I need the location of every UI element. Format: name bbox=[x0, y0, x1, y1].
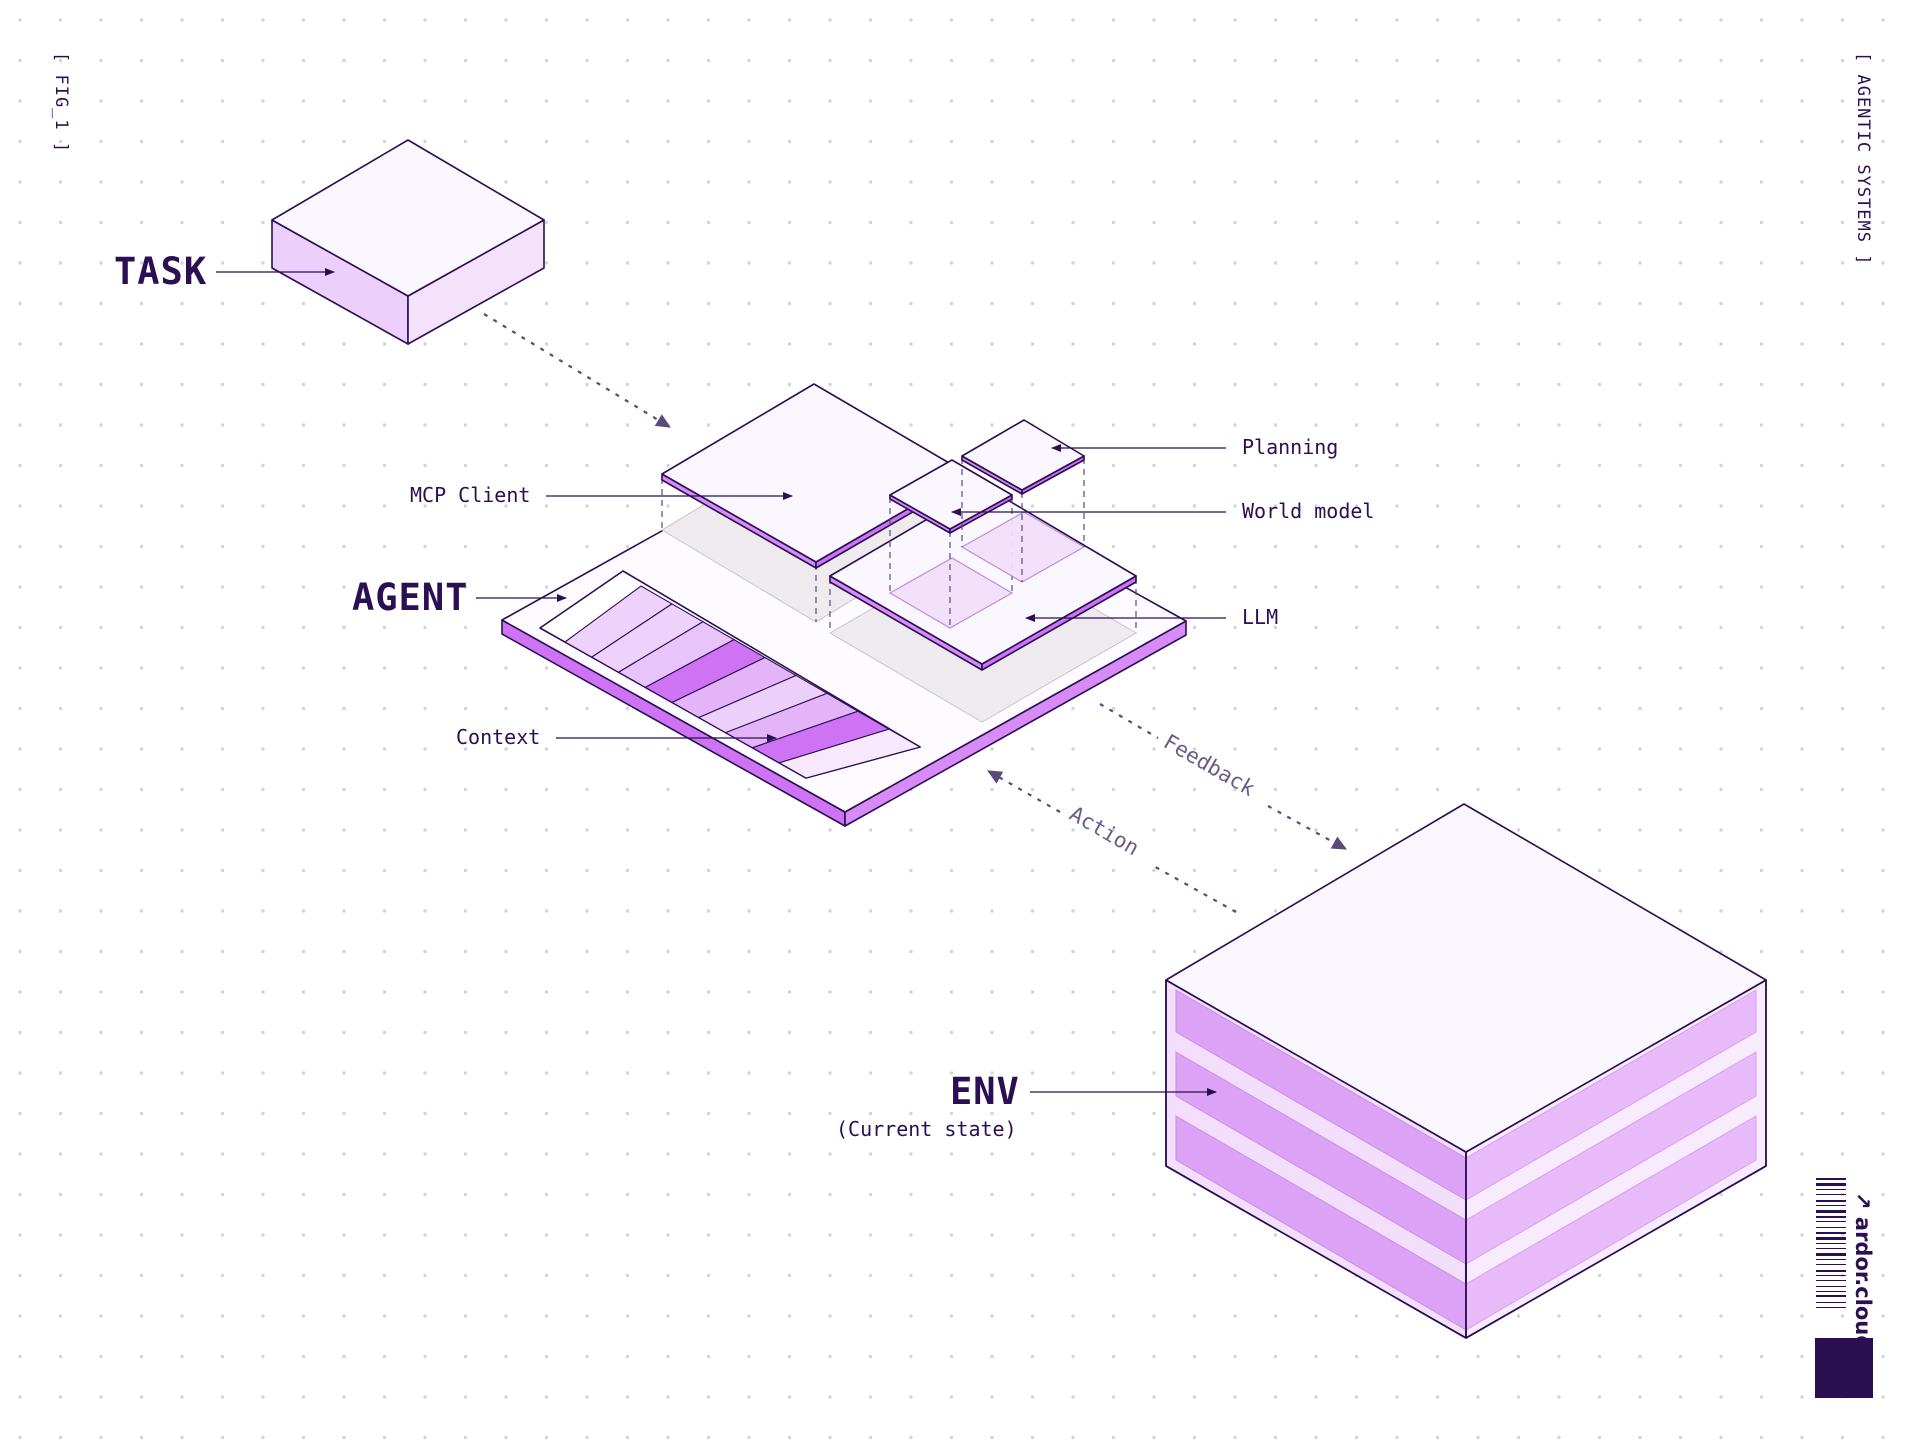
llm-label: LLM bbox=[1242, 605, 1278, 629]
barcode-bar bbox=[1816, 1205, 1846, 1206]
brand-label: ↗ ardor.cloud bbox=[1851, 1192, 1875, 1350]
feedback-arrow-start bbox=[1099, 703, 1159, 739]
barcode-bar bbox=[1816, 1275, 1846, 1276]
world-model-block bbox=[888, 459, 1014, 629]
barcode-bar bbox=[1816, 1216, 1846, 1218]
barcode bbox=[1816, 1178, 1846, 1308]
barcode-bar bbox=[1816, 1189, 1846, 1190]
barcode-bar bbox=[1816, 1221, 1846, 1222]
barcode-bar bbox=[1816, 1178, 1846, 1180]
mcp-client-label: MCP Client bbox=[410, 483, 530, 507]
task-box bbox=[271, 139, 545, 345]
barcode-bar bbox=[1816, 1307, 1846, 1308]
barcode-bar bbox=[1816, 1237, 1846, 1240]
barcode-bar bbox=[1816, 1295, 1846, 1297]
barcode-bar bbox=[1816, 1302, 1846, 1303]
world-model-label: World model bbox=[1242, 499, 1374, 523]
task-to-agent-arrow bbox=[483, 313, 671, 428]
barcode-bar bbox=[1816, 1248, 1846, 1249]
barcode-bar bbox=[1816, 1253, 1846, 1256]
brand-block bbox=[1815, 1338, 1873, 1398]
context-strip bbox=[539, 570, 922, 779]
env-box bbox=[1165, 803, 1767, 1339]
barcode-bar bbox=[1816, 1280, 1846, 1281]
context-cell bbox=[777, 728, 922, 779]
llm-panel bbox=[829, 485, 1137, 671]
action-arrow-end bbox=[987, 770, 1061, 813]
barcode-bar bbox=[1816, 1232, 1846, 1234]
barcode-bar bbox=[1816, 1227, 1846, 1228]
agent-label: AGENT bbox=[352, 576, 468, 619]
planning-block bbox=[960, 419, 1086, 583]
side-tag: [ AGENTIC SYSTEMS ] bbox=[1853, 52, 1873, 265]
barcode-bar bbox=[1816, 1270, 1846, 1272]
context-cells bbox=[563, 585, 922, 779]
barcode-bar bbox=[1816, 1264, 1846, 1265]
barcode-bar bbox=[1816, 1200, 1846, 1202]
barcode-bar bbox=[1816, 1259, 1846, 1260]
barcode-bar bbox=[1816, 1286, 1846, 1287]
barcode-bar bbox=[1816, 1291, 1846, 1292]
planning-label: Planning bbox=[1242, 435, 1338, 459]
barcode-bar bbox=[1816, 1210, 1846, 1213]
feedback-arrow-end bbox=[1267, 805, 1348, 850]
env-label: ENV bbox=[950, 1070, 1020, 1113]
fig-tag: [ FIG_1 ] bbox=[51, 52, 71, 153]
barcode-bar bbox=[1816, 1183, 1846, 1186]
context-label: Context bbox=[456, 725, 540, 749]
barcode-bar bbox=[1816, 1243, 1846, 1244]
env-sub-label: (Current state) bbox=[836, 1117, 1017, 1141]
task-label: TASK bbox=[114, 250, 207, 293]
barcode-bar bbox=[1816, 1194, 1846, 1195]
